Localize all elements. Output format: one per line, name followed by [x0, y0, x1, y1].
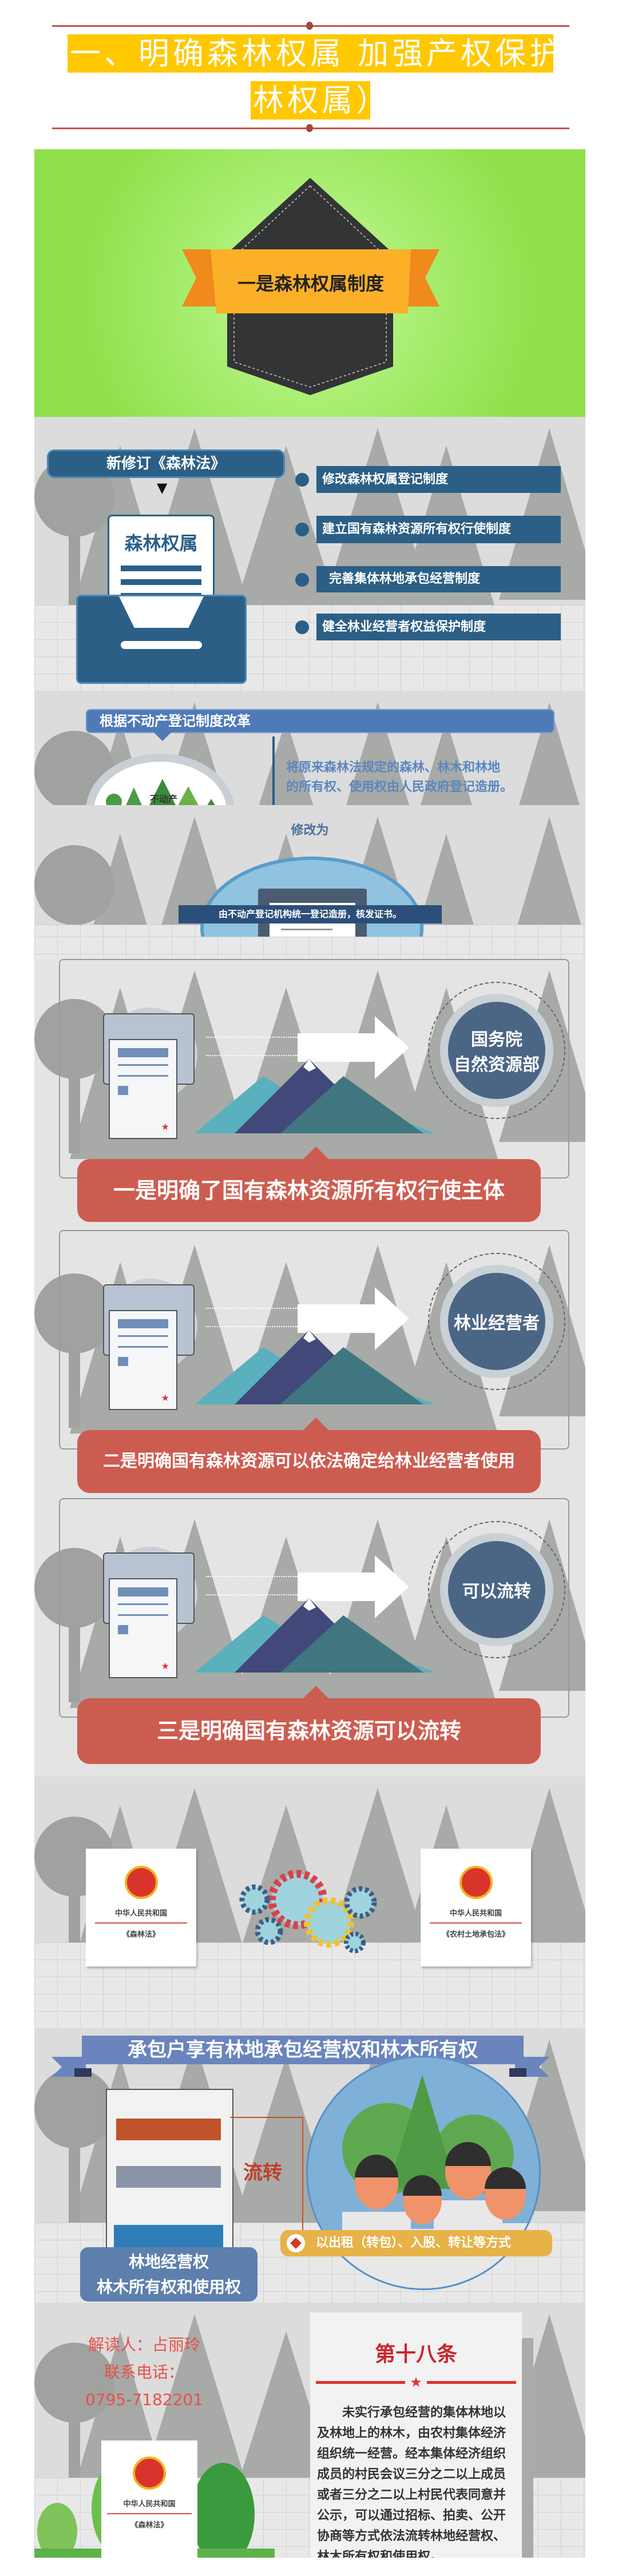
arrow-right-icon — [298, 1016, 409, 1079]
dashed-ring — [428, 1253, 565, 1390]
interpreter-text: 解读人：占丽玲 — [88, 2335, 200, 2354]
rights-line: 林地经营权 — [128, 2252, 209, 2271]
dashed-ring — [428, 982, 565, 1119]
contract-banner: 承包户享有林地承包经营权和林木所有权 — [82, 2036, 524, 2064]
star-divider: ★ — [316, 2374, 517, 2390]
divider-dot — [306, 22, 313, 30]
certificate-icon: ★ — [109, 1578, 177, 1678]
methods-text: 以出租（转包）、入股、转让等方式 — [316, 2236, 512, 2250]
revision-item: 建立国有森林资源所有权行使制度 — [316, 516, 561, 543]
revision-item: 修改森林权属登记制度 — [316, 466, 561, 493]
diamond-icon — [285, 2232, 307, 2254]
dotted-line — [206, 1308, 298, 1327]
article-text: 未实行承包经营的集体林地以及林地上的林木，由农村集体经济组织统一经营。经本集体经… — [317, 2406, 506, 2558]
laws-section: 中华人民共和国 《森林法》 中华人民共和国 《农村土地承包法》 — [34, 1777, 585, 2028]
card-shadow — [522, 2338, 533, 2558]
footer-section: 解读人：占丽玲 联系电话： 0795-7182201 中华人民共和国 《森林法》… — [34, 2303, 585, 2558]
modify-section: 修改为 由不动产登记机构统一登记造册，核发证书。 — [34, 805, 585, 959]
reform-text-line: 的所有权、使用权由人民政府登记造册。 — [286, 780, 513, 794]
bullet-icon — [295, 573, 309, 587]
dotted-line — [206, 1576, 298, 1595]
article-card: 第十八条 ★ 未实行承包经营的集体林地以及林地上的林木，由农村集体经济组织统一经… — [310, 2312, 522, 2558]
national-emblem-icon — [459, 1866, 493, 1899]
contract-section: 承包户享有林地承包经营权和林木所有权 流转 以出租（转包）、入股、转让等方式 林… — [34, 2028, 585, 2303]
point-label: 二是明确国有森林资源可以依法确定给林业经营者使用 — [77, 1418, 541, 1493]
ribbon-icon — [182, 249, 439, 313]
target-circle: 可以流转 — [448, 1541, 545, 1638]
dashed-ring — [428, 1521, 565, 1658]
phone-label: 联系电话： — [104, 2363, 184, 2382]
points-section: ★ 国务院自然资源部 一是明确了国有森林资源所有权行使主体 ★ 林业经营者 二是… — [34, 959, 585, 1777]
target-line: 国务院 — [471, 1030, 522, 1050]
reform-section: 根据不动产登记制度改革 不动产 将原来森林法规定的森林、林木和林地 的所有权、使… — [34, 691, 585, 805]
contact-info: 解读人：占丽玲 联系电话： 0795-7182201 — [76, 2331, 213, 2414]
reform-text-line: 将原来森林法规定的森林、林木和林地 — [286, 761, 501, 775]
folder-label: 森林权属 — [124, 532, 198, 554]
book-country: 中华人民共和国 — [123, 2500, 176, 2509]
tray-icon — [78, 596, 245, 682]
page-title-line2: 林权属） — [251, 81, 387, 120]
book-name: 《森林法》 — [130, 2521, 168, 2530]
revision-section: 新修订《森林法》 ▼ 森林权属 修改森林权属登记制度 建立国有森林资源所有权行使… — [34, 417, 585, 691]
methods-pill: 以出租（转包）、入股、转让等方式 — [280, 2230, 552, 2256]
mountains-icon — [195, 1330, 435, 1404]
banner-pointer-icon — [153, 732, 172, 741]
rights-line: 林木所有权和使用权 — [96, 2278, 241, 2296]
dotted-line — [206, 1037, 298, 1056]
modify-label: 修改为 — [291, 823, 329, 838]
point-label: 三是明确国有森林资源可以流转 — [77, 1686, 541, 1764]
arrow-down-icon: ▼ — [157, 480, 168, 496]
connector-line — [302, 2117, 303, 2240]
divider-dot — [306, 124, 313, 132]
law-book-rural-land: 中华人民共和国 《农村土地承包法》 — [421, 1849, 531, 1966]
book-country: 中华人民共和国 — [449, 1909, 502, 1918]
divider-line — [272, 736, 275, 805]
bullet-icon — [295, 523, 309, 536]
national-emblem-icon — [133, 2456, 166, 2490]
reform-description: 将原来森林法规定的森林、林木和林地 的所有权、使用权由人民政府登记造册。 — [286, 758, 513, 797]
point-label: 一是明确了国有森林资源所有权行使主体 — [77, 1146, 541, 1222]
book-name: 《森林法》 — [122, 1930, 160, 1939]
book-country: 中华人民共和国 — [114, 1909, 167, 1918]
mountains-icon — [195, 1598, 435, 1673]
gears-icon — [239, 1870, 377, 1953]
law-book-forest: 中华人民共和国 《森林法》 — [86, 1849, 196, 1966]
target-circle: 林业经营者 — [448, 1273, 545, 1370]
arrow-right-icon — [298, 1287, 409, 1350]
target-line: 林业经营者 — [454, 1313, 540, 1333]
book-name: 《农村土地承包法》 — [442, 1930, 509, 1939]
ribbon-tails-icon — [52, 2057, 549, 2077]
article-title: 第十八条 — [374, 2343, 457, 2366]
target-line: 自然资源部 — [454, 1055, 540, 1075]
bullet-icon — [295, 620, 309, 634]
intro-badge-label: 一是森林权属制度 — [237, 273, 384, 294]
arrow-right-icon — [298, 1555, 409, 1618]
page-title-line1: 一、明确森林权属 加强产权保护（森 — [68, 34, 618, 73]
phone-number: 0795-7182201 — [85, 2390, 204, 2409]
national-emblem-icon — [124, 1866, 158, 1899]
target-line: 可以流转 — [462, 1582, 531, 1602]
connector-line — [230, 2117, 303, 2118]
revision-item: 健全林业经营者权益保护制度 — [316, 614, 561, 640]
intro-panel: 一是森林权属制度 — [34, 149, 585, 417]
modify-result-banner: 由不动产登记机构统一登记造册，核发证书。 — [179, 905, 442, 923]
reform-banner: 根据不动产登记制度改革 — [87, 710, 553, 732]
revision-heading: 新修订《森林法》 — [49, 451, 283, 476]
target-circle: 国务院自然资源部 — [448, 1002, 545, 1099]
mountains-icon — [195, 1059, 435, 1133]
real-estate-label: 不动产 — [150, 794, 178, 805]
revision-item: 完善集体林地承包经营制度 — [316, 566, 561, 592]
certificate-icon: ★ — [109, 1039, 177, 1139]
flow-label: 流转 — [243, 2161, 282, 2184]
bullet-icon — [295, 473, 309, 487]
certificate-icon: ★ — [109, 1310, 177, 1410]
rights-label: 林地经营权 林木所有权和使用权 — [80, 2247, 258, 2302]
forest-law-book: 中华人民共和国 《森林法》 — [101, 2440, 197, 2558]
trees-icon — [106, 779, 215, 805]
